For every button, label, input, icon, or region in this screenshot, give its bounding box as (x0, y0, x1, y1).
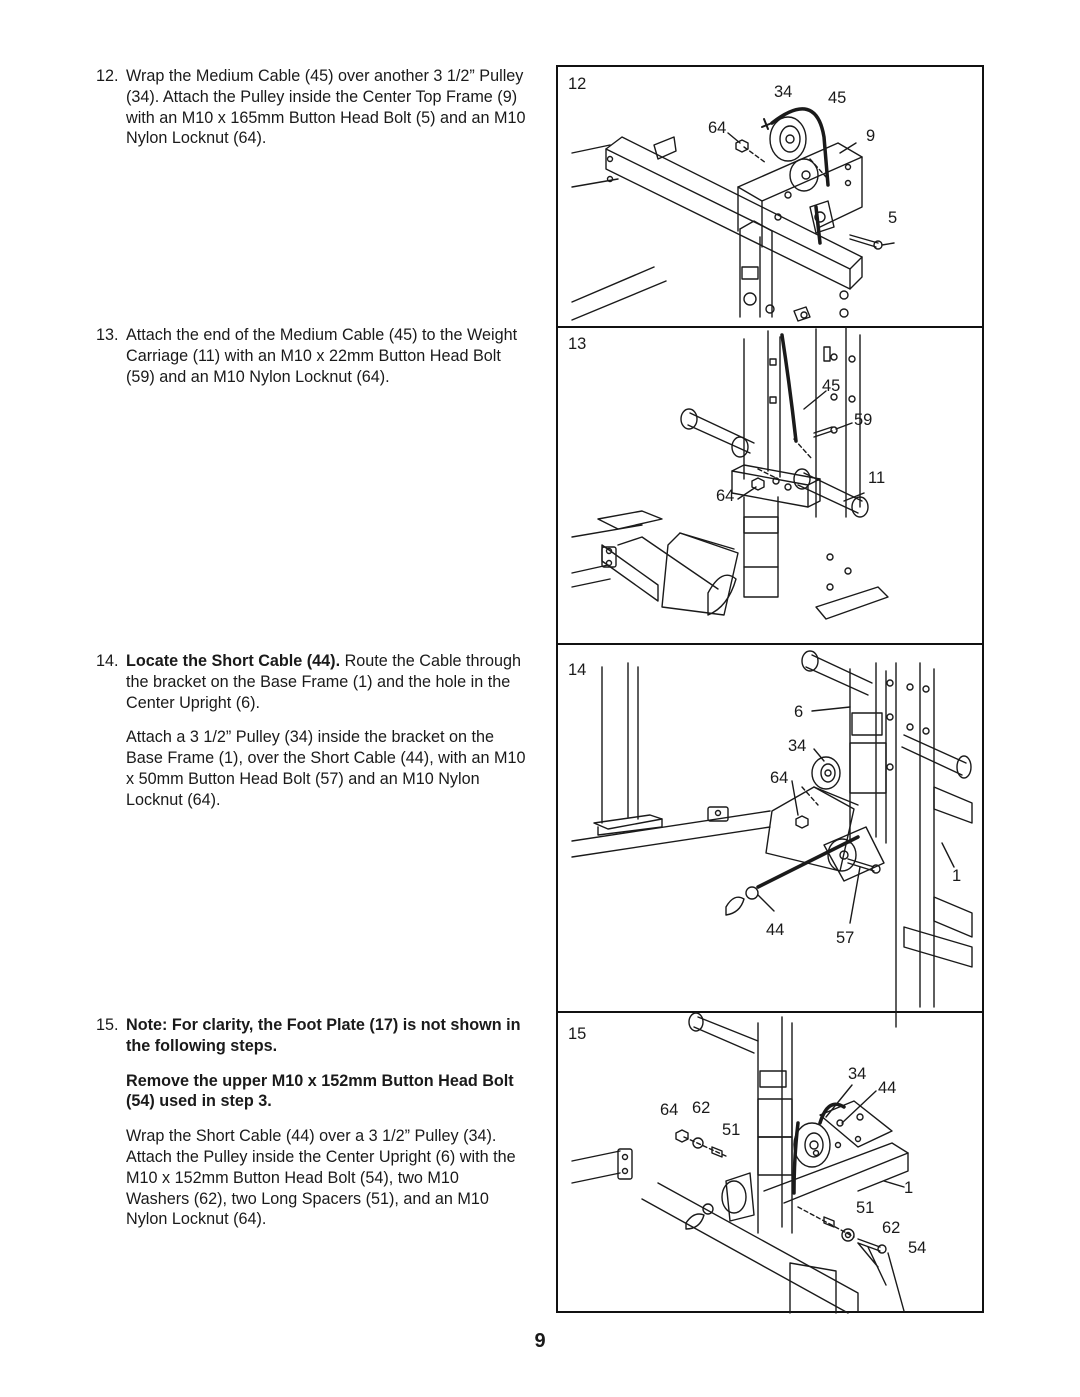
step-note: Note: For clarity, the Foot Plate (17) i… (126, 1016, 521, 1055)
part-label: 45 (822, 377, 840, 395)
figure-divider (558, 326, 982, 328)
step-text: Wrap the Short Cable (44) over a 3 1/2” … (126, 1127, 516, 1229)
part-label: 11 (868, 469, 885, 487)
step-14: 14. Locate the Short Cable (44). Route t… (96, 651, 526, 811)
step-15: 15. Note: For clarity, the Foot Plate (1… (96, 1015, 526, 1230)
step-12: 12. Wrap the Medium Cable (45) over anot… (96, 66, 526, 149)
step-text: Attach the end of the Medium Cable (45) … (126, 326, 518, 386)
part-label: 34 (848, 1065, 866, 1083)
figure-step-number: 13 (568, 335, 586, 353)
figure-step-number: 12 (568, 75, 586, 93)
step-lead: Locate the Short Cable (44). (126, 652, 341, 670)
figure-panel: 12 13 14 15 34 45 64 9 5 45 59 11 64 6 3… (556, 65, 984, 1314)
figure-13-drawing (571, 326, 889, 620)
step-number: 12. (96, 67, 119, 85)
step-number: 15. (96, 1016, 119, 1034)
part-label: 6 (794, 703, 803, 721)
assembly-figures: 12 13 14 15 34 45 64 9 5 45 59 11 64 6 3… (568, 75, 973, 1314)
part-label: 64 (660, 1101, 678, 1119)
part-label: 9 (866, 127, 875, 145)
part-label: 5 (888, 209, 897, 227)
step-text-rest: Route the Cable through the bracket on t… (126, 652, 521, 712)
page-number: 9 (534, 1330, 546, 1352)
figure-12-drawing (571, 116, 883, 322)
figure-step-number: 14 (568, 661, 586, 679)
step-text: Locate the Short Cable (44). Route the C… (126, 651, 526, 713)
part-label: 57 (836, 929, 854, 947)
part-label: 45 (828, 89, 846, 107)
part-label: 44 (766, 921, 784, 939)
part-label: 34 (788, 737, 806, 755)
step-remove: Remove the upper M10 x 152mm Button Head… (126, 1071, 514, 1111)
part-label: 64 (708, 119, 726, 137)
part-label: 51 (856, 1199, 874, 1217)
part-label: 62 (692, 1099, 710, 1117)
figure-divider (558, 643, 982, 645)
part-label: 54 (908, 1239, 926, 1257)
step-number: 14. (96, 652, 119, 670)
step-text: Wrap the Medium Cable (45) over another … (126, 67, 526, 148)
part-label: 44 (878, 1079, 896, 1097)
step-number: 13. (96, 326, 119, 344)
figure-divider (558, 1011, 982, 1013)
step-13: 13. Attach the end of the Medium Cable (… (96, 325, 526, 387)
figure-step-number: 15 (568, 1025, 586, 1043)
part-label: 62 (882, 1219, 900, 1237)
part-label: 34 (774, 83, 792, 101)
part-label: 59 (854, 411, 872, 429)
step-text-2: Attach a 3 1/2” Pulley (34) inside the b… (126, 728, 526, 809)
part-label: 1 (952, 867, 961, 885)
part-label: 51 (722, 1121, 740, 1139)
part-label: 1 (904, 1179, 913, 1197)
figure-15-drawing (571, 1012, 909, 1314)
part-label: 64 (770, 769, 788, 787)
part-label: 64 (716, 487, 734, 505)
figure-14-drawing (571, 650, 973, 1028)
